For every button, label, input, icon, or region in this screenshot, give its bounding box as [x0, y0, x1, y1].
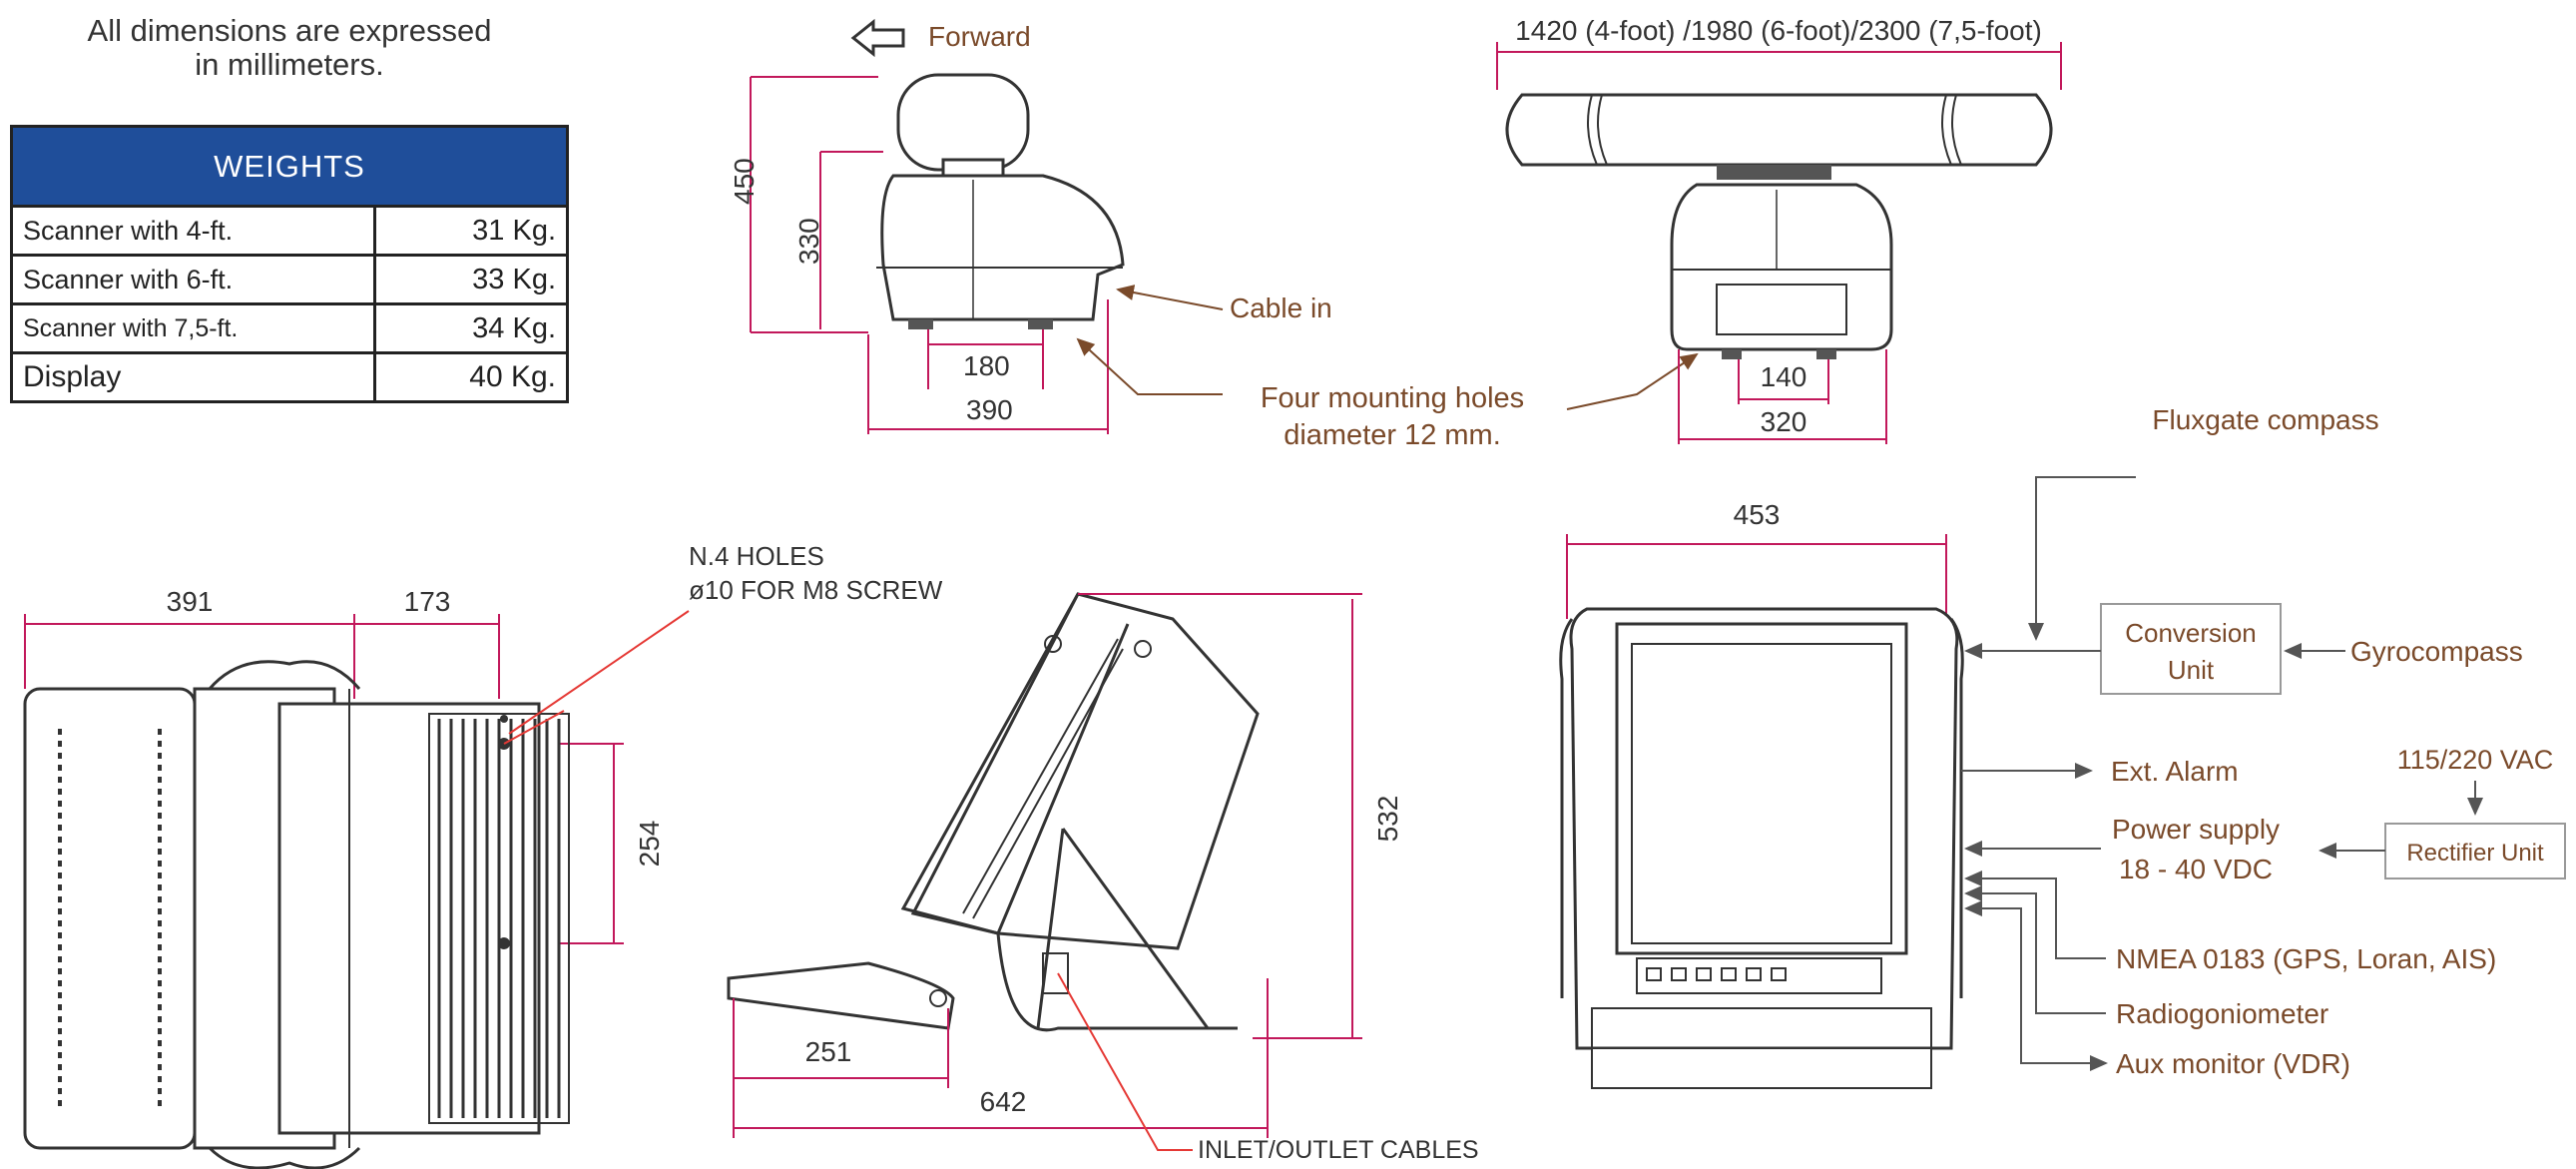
weights-table: WEIGHTS Scanner with 4-ft.31 Kg. Scanner… — [10, 125, 569, 403]
holes-line2: ø10 FOR M8 SCREW — [689, 575, 943, 605]
units-note-line1: All dimensions are expressed — [87, 13, 492, 48]
units-note: All dimensions are expressed in millimet… — [40, 14, 539, 82]
weight-item: Display — [10, 351, 376, 403]
table-row: Scanner with 4-ft.31 Kg. — [10, 205, 569, 257]
antenna-head — [896, 73, 1030, 172]
dim-140: 140 — [1761, 361, 1807, 392]
holes-pointer — [508, 610, 690, 735]
scanner-front-view: 1420 (4-foot) /1980 (6-foot)/2300 (7,5-f… — [1496, 15, 2062, 444]
dim-642: 642 — [980, 1086, 1027, 1117]
mounting-line2: diameter 12 mm. — [1284, 419, 1501, 451]
dim-254: 254 — [634, 821, 665, 868]
antenna-length-label: 1420 (4-foot) /1980 (6-foot)/2300 (7,5-f… — [1515, 15, 2042, 46]
dim-390: 390 — [966, 394, 1013, 425]
display-top-view: 391 173 254 N.4 HOLES ø10 FOR M8 SCREW — [23, 541, 943, 1169]
conversion-line1: Conversion — [2125, 618, 2257, 648]
dim-320: 320 — [1761, 406, 1807, 437]
mounting-holes-callout: Four mounting holes diameter 12 mm. — [1076, 337, 1699, 451]
rectifier-label: Rectifier Unit — [2406, 840, 2544, 867]
power-line2: 18 - 40 VDC — [2119, 854, 2273, 884]
rectifier-unit-box — [2384, 823, 2566, 879]
mounting-line1: Four mounting holes — [1261, 382, 1524, 414]
display-front-view: 453 Fluxgate compass Conversion Unit Gyr… — [1559, 404, 2566, 1089]
dim-391: 391 — [167, 586, 214, 617]
dim-330: 330 — [793, 218, 824, 265]
cables-label: INLET/OUTLET CABLES — [1198, 1136, 1479, 1164]
conversion-line2: Unit — [2168, 655, 2215, 685]
dim-173: 173 — [404, 586, 451, 617]
weight-item: Scanner with 4-ft. — [10, 205, 376, 257]
vac-label: 115/220 VAC — [2397, 745, 2554, 775]
dim-251: 251 — [805, 1036, 852, 1067]
weights-title: WEIGHTS — [10, 125, 569, 208]
weight-value: 40 Kg. — [373, 351, 569, 403]
cable-in-label: Cable in — [1230, 292, 1332, 323]
scanner-front-body — [1670, 183, 1893, 351]
holes-line1: N.4 HOLES — [689, 541, 824, 571]
radiogoniometer-label: Radiogoniometer — [2116, 998, 2328, 1029]
antenna-array — [1505, 93, 2053, 167]
dim-453: 453 — [1734, 499, 1781, 530]
weight-value: 31 Kg. — [373, 205, 569, 257]
scanner-side-view: Forward 450 — [729, 18, 1332, 434]
power-line1: Power supply — [2112, 814, 2280, 845]
ext-alarm-label: Ext. Alarm — [2111, 756, 2239, 787]
display-side-view: 532 251 642 INLET/OUTLET CABLES — [727, 592, 1479, 1164]
fluxgate-label: Fluxgate compass — [2152, 404, 2378, 435]
forward-label: Forward — [928, 21, 1031, 52]
weight-value: 34 Kg. — [373, 302, 569, 354]
weight-value: 33 Kg. — [373, 254, 569, 305]
forward-arrow-icon — [850, 18, 905, 58]
table-row: Scanner with 6-ft.33 Kg. — [10, 254, 569, 305]
aux-monitor-label: Aux monitor (VDR) — [2116, 1048, 2350, 1079]
dim-532: 532 — [1372, 796, 1403, 843]
cables-pointer — [1057, 972, 1193, 1151]
weight-item: Scanner with 7,5-ft. — [10, 302, 376, 354]
dim-180: 180 — [963, 350, 1010, 381]
nmea-label: NMEA 0183 (GPS, Loran, AIS) — [2116, 943, 2496, 974]
table-row: Scanner with 7,5-ft.34 Kg. — [10, 302, 569, 354]
gyrocompass-label: Gyrocompass — [2350, 636, 2523, 667]
units-note-line2: in millimeters. — [195, 47, 384, 82]
dim-450: 450 — [729, 158, 760, 205]
scanner-body — [880, 174, 1125, 321]
conversion-unit-box — [2100, 603, 2282, 695]
weight-item: Scanner with 6-ft. — [10, 254, 376, 305]
display-side-body — [900, 592, 1260, 950]
